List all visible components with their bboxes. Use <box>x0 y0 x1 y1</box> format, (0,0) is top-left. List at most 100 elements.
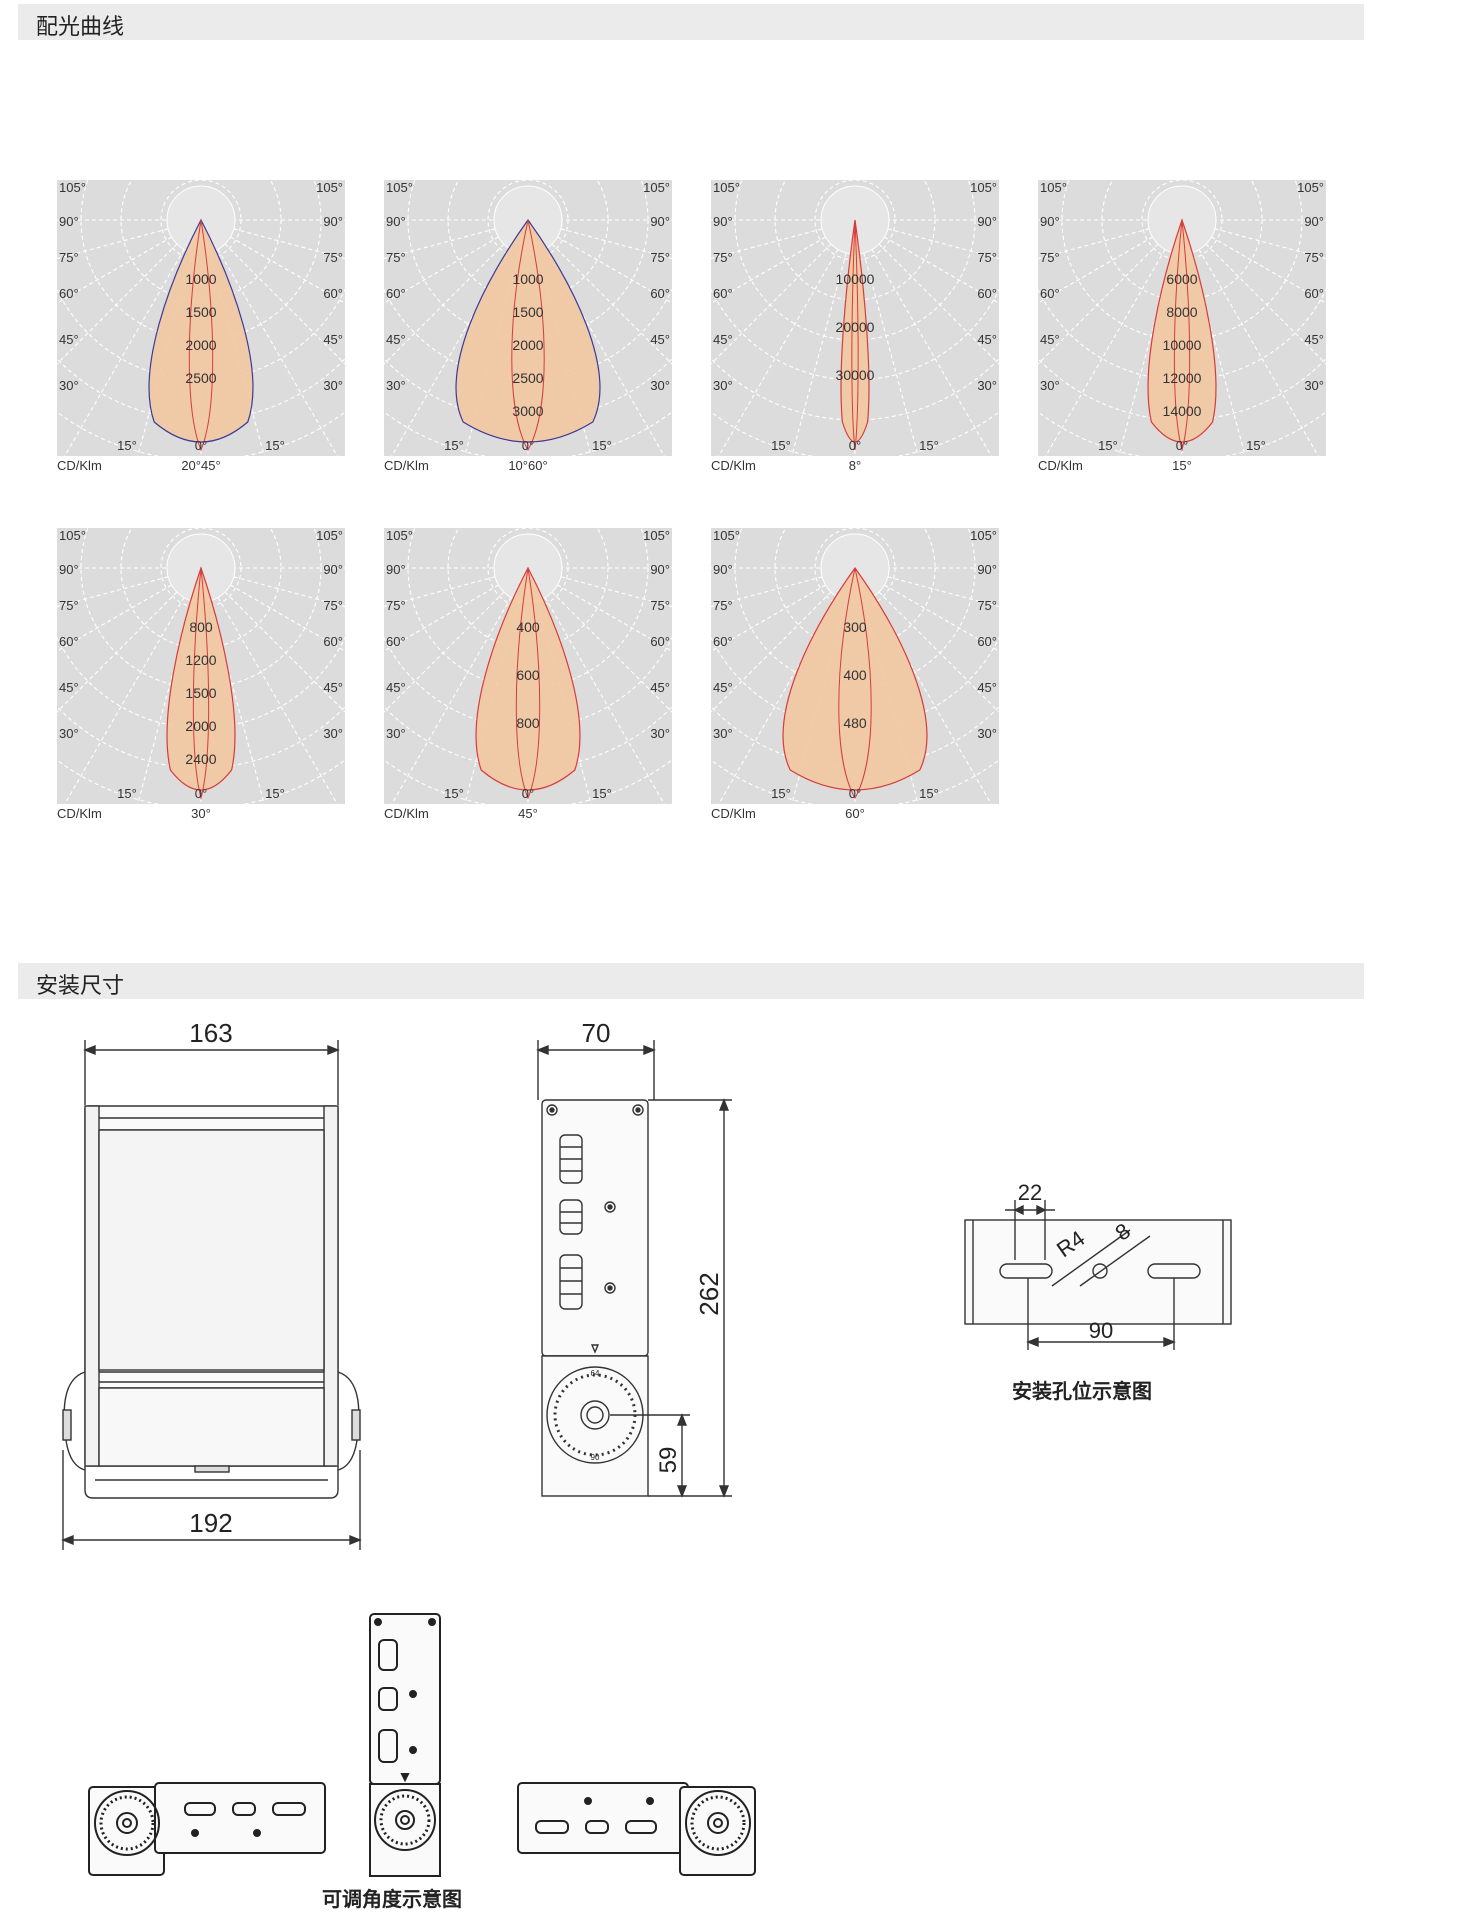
angle-label: 30° <box>59 726 79 741</box>
angle-label: 90° <box>386 214 406 229</box>
angle-label: 15° <box>771 786 791 801</box>
unit-label: CD/Klm <box>384 458 429 473</box>
angle-label: 60° <box>386 286 406 301</box>
section-title: 安装尺寸 <box>36 974 125 999</box>
angle-label: 75° <box>59 598 79 613</box>
intensity-label: 12000 <box>1163 370 1202 386</box>
angle-label: 75° <box>713 598 733 613</box>
intensity-label: 2400 <box>185 751 216 767</box>
intensity-label: 10000 <box>1163 337 1202 353</box>
angle-label: 90° <box>977 214 997 229</box>
intensity-label: 1000 <box>512 271 543 287</box>
beam-angle-label: 60° <box>845 806 865 821</box>
angle-label: 0° <box>522 786 534 801</box>
intensity-label: 20000 <box>836 319 875 335</box>
intensity-label: 2500 <box>185 370 216 386</box>
polar-chart: 105°90°75°60°45°30°105°90°75°60°45°30°15… <box>384 180 674 473</box>
angle-label: 45° <box>977 332 997 347</box>
intensity-label: 800 <box>189 619 213 635</box>
beam-lobe <box>148 218 254 443</box>
polar-chart: 105°90°75°60°45°30°105°90°75°60°45°30°15… <box>384 528 674 821</box>
angle-label: 45° <box>323 332 343 347</box>
angle-label: 30° <box>1040 378 1060 393</box>
angle-label: 105° <box>386 180 413 195</box>
beam-angle-label: 30° <box>191 806 211 821</box>
intensity-label: 2500 <box>512 370 543 386</box>
angle-label: 15° <box>444 786 464 801</box>
section-title: 配光曲线 <box>36 15 125 40</box>
angle-label: 60° <box>1304 286 1324 301</box>
angle-label: 15° <box>117 786 137 801</box>
angle-label: 75° <box>977 250 997 265</box>
unit-label: CD/Klm <box>711 458 756 473</box>
dimension-label: 70 <box>582 1018 611 1048</box>
hole-diagram-caption: 安装孔位示意图 <box>1012 1379 1152 1403</box>
dial-mark: 90 <box>591 1453 600 1462</box>
angle-label: 90° <box>323 214 343 229</box>
angle-label: 60° <box>650 634 670 649</box>
angle-label: 45° <box>650 680 670 695</box>
angle-label: 15° <box>919 438 939 453</box>
intensity-label: 8000 <box>1166 304 1197 320</box>
unit-label: CD/Klm <box>711 806 756 821</box>
angle-label: 75° <box>323 598 343 613</box>
intensity-label: 1500 <box>185 304 216 320</box>
angle-label: 30° <box>650 378 670 393</box>
angle-label: 105° <box>713 528 740 543</box>
intensity-label: 400 <box>516 619 540 635</box>
angle-label: 90° <box>59 214 79 229</box>
beam-angle-label: 15° <box>1172 458 1192 473</box>
angle-label: 30° <box>323 726 343 741</box>
angle-label: 30° <box>713 726 733 741</box>
angle-label: 45° <box>650 332 670 347</box>
angle-label: 60° <box>323 634 343 649</box>
angle-label: 105° <box>316 528 343 543</box>
angle-label: 30° <box>323 378 343 393</box>
angle-label: 60° <box>386 634 406 649</box>
angle-label: 60° <box>713 286 733 301</box>
beam-lobe <box>475 566 581 791</box>
angle-label: 105° <box>59 528 86 543</box>
angle-label: 0° <box>849 786 861 801</box>
angle-label: 45° <box>713 332 733 347</box>
angle-label: 75° <box>59 250 79 265</box>
beam-lobe <box>782 566 928 791</box>
unit-label: CD/Klm <box>384 806 429 821</box>
beam-lobe <box>166 566 236 791</box>
angle-label: 30° <box>386 378 406 393</box>
angle-label: 30° <box>977 378 997 393</box>
angle-label: 45° <box>59 332 79 347</box>
angle-label: 60° <box>323 286 343 301</box>
angle-label: 45° <box>386 332 406 347</box>
polar-chart: 105°90°75°60°45°30°105°90°75°60°45°30°15… <box>711 180 1001 473</box>
polar-chart: 105°90°75°60°45°30°105°90°75°60°45°30°15… <box>57 180 347 473</box>
unit-label: CD/Klm <box>57 806 102 821</box>
angle-diagram-right <box>517 1782 756 1876</box>
angle-label: 90° <box>323 562 343 577</box>
angle-label: 30° <box>713 378 733 393</box>
angle-label: 45° <box>713 680 733 695</box>
dimension-label: 90 <box>1089 1318 1113 1343</box>
dimension-label: 262 <box>694 1272 724 1315</box>
angle-label: 45° <box>323 680 343 695</box>
intensity-label: 30000 <box>836 367 875 383</box>
intensity-label: 1500 <box>185 685 216 701</box>
angle-label: 90° <box>1304 214 1324 229</box>
angle-label: 60° <box>1040 286 1060 301</box>
angle-label: 15° <box>444 438 464 453</box>
angle-label: 30° <box>977 726 997 741</box>
intensity-label: 10000 <box>836 271 875 287</box>
polar-chart: 105°90°75°60°45°30°105°90°75°60°45°30°15… <box>711 528 1001 821</box>
angle-label: 75° <box>1040 250 1060 265</box>
angle-label: 75° <box>650 598 670 613</box>
angle-label: 90° <box>713 562 733 577</box>
angle-label: 90° <box>713 214 733 229</box>
angle-label: 45° <box>59 680 79 695</box>
angle-label: 45° <box>1304 332 1324 347</box>
angle-label: 90° <box>59 562 79 577</box>
intensity-label: 1200 <box>185 652 216 668</box>
angle-label: 0° <box>522 438 534 453</box>
angle-label: 30° <box>650 726 670 741</box>
angle-label: 15° <box>265 438 285 453</box>
angle-label: 105° <box>59 180 86 195</box>
